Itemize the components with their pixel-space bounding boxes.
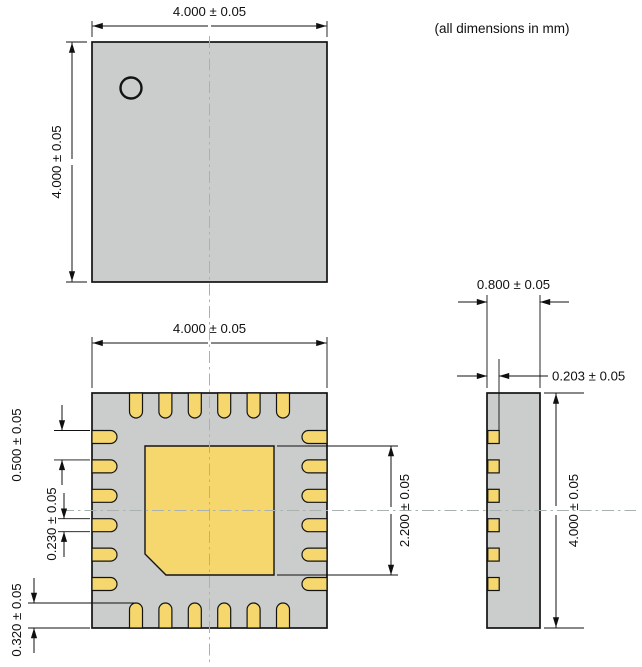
side-pad [487,429,500,445]
pad [275,392,291,419]
dim-lead-thickness-label: 0.203 ± 0.05 [552,369,625,384]
pad [91,488,118,503]
bottom-view-pads-left [91,429,118,592]
pad [301,576,328,592]
units-note: (all dimensions in mm) [434,21,569,36]
dim-pad-width: 0.230 ± 0.05 [44,487,90,561]
pad [217,602,232,629]
side-pad [487,518,500,533]
pad [301,547,328,562]
dim-top-view-width: 4.000 ± 0.05 [91,4,328,37]
side-pad [487,547,500,562]
pad [246,602,261,629]
pad [217,392,232,419]
dim-side-width-label: 0.800 ± 0.05 [477,277,550,292]
pad [158,392,173,419]
pad [91,429,118,445]
dim-side-width: 0.800 ± 0.05 [458,277,569,388]
bottom-view-pads-bottom [128,602,291,629]
pad [128,602,144,629]
pad [275,602,291,629]
dim-top-view-height: 4.000 ± 0.05 [49,41,87,283]
pad [158,602,173,629]
pin1-marker-icon [119,76,143,100]
centerlines [62,36,636,663]
pad [91,518,118,533]
dim-lead-thickness: 0.203 ± 0.05 [457,359,625,431]
dim-bottom-width-label: 4.000 ± 0.05 [173,321,246,336]
pad [301,429,328,445]
side-view-pads [487,429,500,592]
dim-center-pad-label: 2.200 ± 0.05 [397,474,412,547]
dim-pad-width-label: 0.230 ± 0.05 [44,487,59,560]
pad [187,392,202,419]
dim-pad-pitch: 0.500 ± 0.05 [9,405,90,485]
pad [301,488,328,503]
dim-side-height: 4.000 ± 0.05 [544,392,584,629]
pad [187,602,202,629]
bottom-view-pads-top [128,392,291,419]
dim-top-width-label: 4.000 ± 0.05 [173,4,246,19]
dim-center-pad: 2.200 ± 0.05 [277,445,412,576]
dim-side-height-label: 4.000 ± 0.05 [566,474,581,547]
pad [91,459,118,474]
pad [91,547,118,562]
pad [301,459,328,474]
pad [128,392,144,419]
dim-bottom-view-width: 4.000 ± 0.05 [91,321,328,388]
side-pad [487,576,500,592]
side-pad [487,459,500,474]
bottom-view-pads-right [301,429,328,592]
pad [91,576,118,592]
pad [301,518,328,533]
pad [246,392,261,419]
dim-pad-pitch-label: 0.500 ± 0.05 [9,408,24,481]
dim-corner-pad: 0.320 ± 0.05 [9,578,136,657]
dim-top-height-label: 4.000 ± 0.05 [49,125,64,198]
dim-corner-pad-label: 0.320 ± 0.05 [9,583,24,656]
side-pad [487,488,500,503]
